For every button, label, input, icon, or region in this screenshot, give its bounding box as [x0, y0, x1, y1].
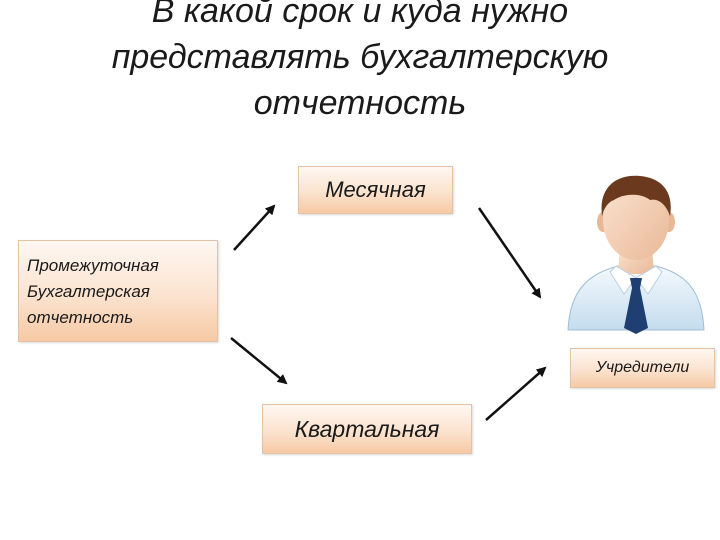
node-founders: Учредители — [570, 348, 715, 388]
arrow-quarterly-to-founders — [485, 366, 547, 421]
business-person-icon — [567, 175, 705, 334]
title-line-1: В какой срок и куда нужно — [151, 0, 569, 30]
title-line-2: представлять бухгалтерскую — [111, 38, 609, 76]
arrow-interim-to-quarterly — [230, 337, 288, 385]
node-interim-line-3: отчетность — [27, 308, 134, 327]
node-monthly: Месячная — [298, 166, 453, 214]
node-interim: Промежуточная Бухгалтерская отчетность — [18, 240, 218, 342]
node-quarterly: Квартальная — [262, 404, 472, 454]
title-line-3: отчетность — [253, 84, 467, 122]
arrow-monthly-to-founders — [477, 207, 542, 299]
node-interim-line-1: Промежуточная — [27, 256, 159, 275]
arrow-interim-to-monthly — [233, 204, 276, 251]
page-title: В какой срок и куда нужно представлять б… — [40, 0, 680, 126]
node-interim-line-2: Бухгалтерская — [27, 282, 150, 301]
